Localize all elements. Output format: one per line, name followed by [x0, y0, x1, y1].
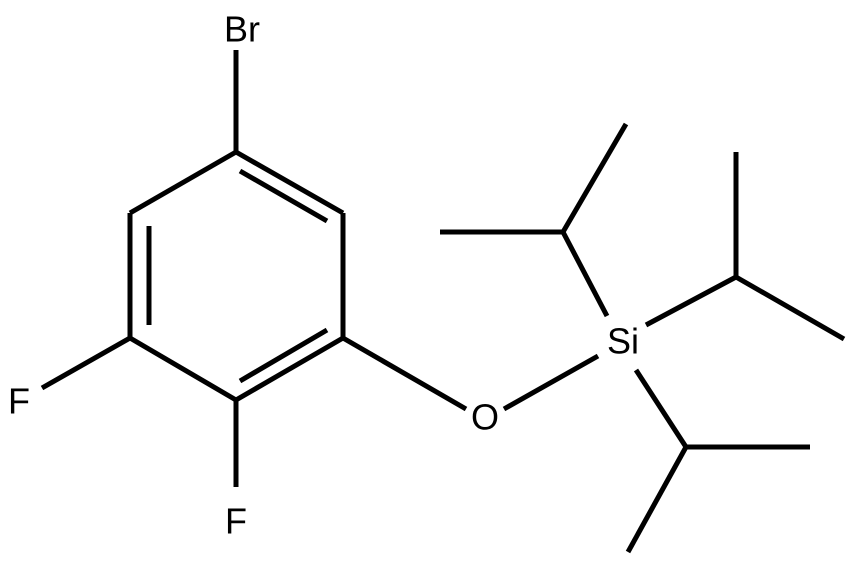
bond-c-o [341, 335, 468, 412]
bond-o-si [502, 353, 600, 412]
bond-si-ch-top [560, 230, 610, 318]
ring-bond-c6-c1 [128, 149, 238, 216]
atom-label-fluorine-2: F [225, 501, 247, 542]
ring-bond-c3-c4 [234, 335, 345, 403]
bond-c-f3 [40, 335, 132, 391]
atom-label-fluorine-3: F [8, 381, 30, 422]
ring-double-bond-c1-c2 [238, 168, 329, 224]
ring-double-bond-c3-c4 [238, 327, 329, 384]
bond-ch-me-right-down [734, 274, 846, 342]
ring-bond-c1-c2 [234, 149, 345, 216]
atom-label-oxygen: O [471, 397, 499, 438]
bond-ch-me-bottom-down [625, 445, 689, 554]
bond-si-ch-right [644, 274, 738, 328]
atom-label-bromine: Br [224, 9, 260, 50]
bond-si-ch-bottom [633, 368, 689, 449]
ring-bond-c4-c5 [128, 335, 238, 403]
atom-label-silicon: Si [607, 321, 639, 362]
bond-ch-me-top-up [560, 122, 629, 234]
